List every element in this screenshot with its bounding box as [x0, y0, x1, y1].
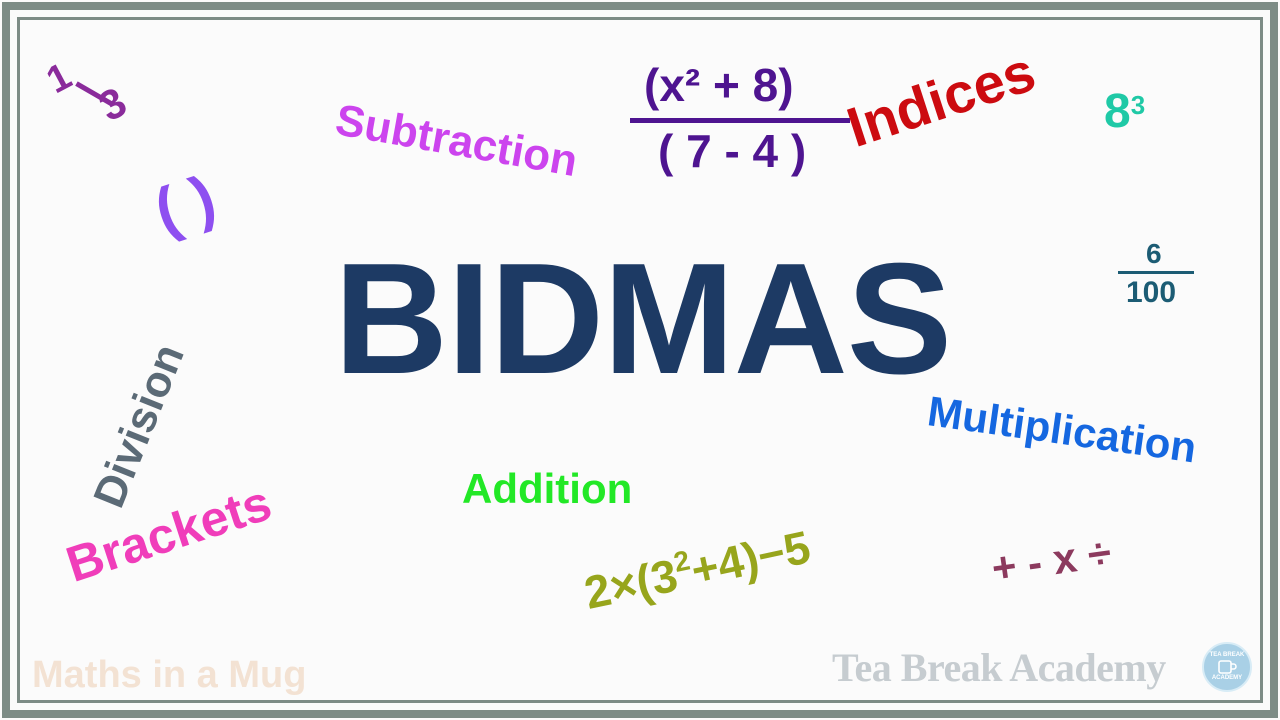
word-addition: Addition [462, 465, 633, 512]
expression-fraction-line [630, 118, 850, 123]
inner-frame [17, 17, 1263, 703]
expression-fraction-numerator: (x² + 8) [644, 59, 794, 111]
badge-top-text: TEA BREAK [1209, 652, 1245, 659]
power-exponent: 3 [1130, 90, 1146, 120]
fraction-six-hundred: 6 100 [1118, 240, 1196, 310]
fraction-six-hundred-numerator: 6 [1146, 238, 1162, 269]
badge-bottom-text: ACADEMY [1211, 675, 1243, 681]
fraction-one-third-denominator: 3 [91, 77, 134, 131]
expression-fraction: (x² + 8) ( 7 - 4 ) [630, 60, 852, 180]
tea-break-academy-logo: TEA BREAK ACADEMY [1202, 642, 1252, 692]
mug-icon [1218, 660, 1237, 674]
maths-in-a-mug-watermark: Maths in a Mug [32, 654, 307, 696]
power-base: 8 [1104, 85, 1131, 138]
tea-break-academy-watermark: Tea Break Academy [832, 645, 1166, 690]
fraction-six-hundred-denominator: 100 [1126, 276, 1177, 309]
expression-fraction-denominator: ( 7 - 4 ) [658, 125, 807, 177]
bidmas-title: BIDMAS [334, 231, 952, 407]
fraction-six-hundred-line [1118, 271, 1194, 274]
fraction-one-third-numerator: 1 [40, 55, 79, 103]
power-eight-cubed: 83 [1104, 88, 1145, 136]
